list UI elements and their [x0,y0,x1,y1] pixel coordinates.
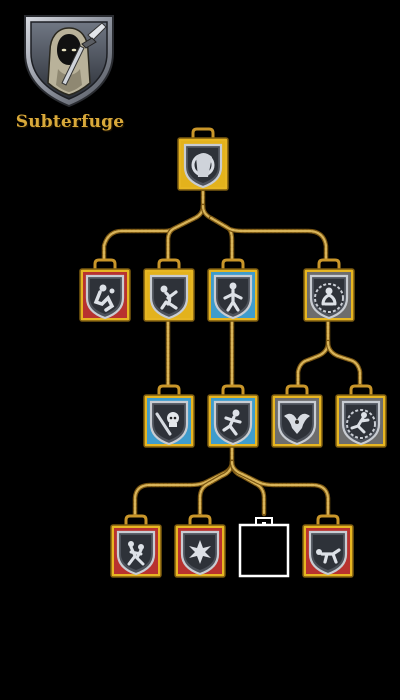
skill-node-r1b[interactable] [142,258,196,322]
tree-title: Subterfuge [15,112,125,132]
skill-node-root[interactable] [176,127,230,191]
skill-node-r2d[interactable] [334,384,388,448]
crawling-figure-icon [302,514,354,578]
leaping-figure-gear-icon [335,384,387,448]
cloak-swirl-icon [177,127,229,191]
skill-node-r1d[interactable] [302,258,356,322]
skill-node-r3c[interactable] [237,514,291,578]
empty-slot-icon [238,517,290,578]
skill-node-r3d[interactable] [301,514,355,578]
tree-crest[interactable] [22,13,116,108]
skill-node-r3b[interactable] [173,514,227,578]
standing-figure-icon [207,258,259,322]
skill-node-r3a[interactable] [109,514,163,578]
hooded-figure-with-sword-icon [24,15,114,108]
skill-node-r2c[interactable] [270,384,324,448]
grappling-figures-icon [110,514,162,578]
skull-dagger-icon [143,384,195,448]
crouching-figure-gear-icon [303,258,355,322]
skill-node-r1a[interactable] [78,258,132,322]
kneeling-figure-icon [79,258,131,322]
burst-figure-icon [174,514,226,578]
winged-beast-icon [271,384,323,448]
skill-node-r2b[interactable] [206,384,260,448]
tumbling-figure-icon [143,258,195,322]
running-figure-icon [207,384,259,448]
skill-node-r2a[interactable] [142,384,196,448]
skill-node-r1c[interactable] [206,258,260,322]
